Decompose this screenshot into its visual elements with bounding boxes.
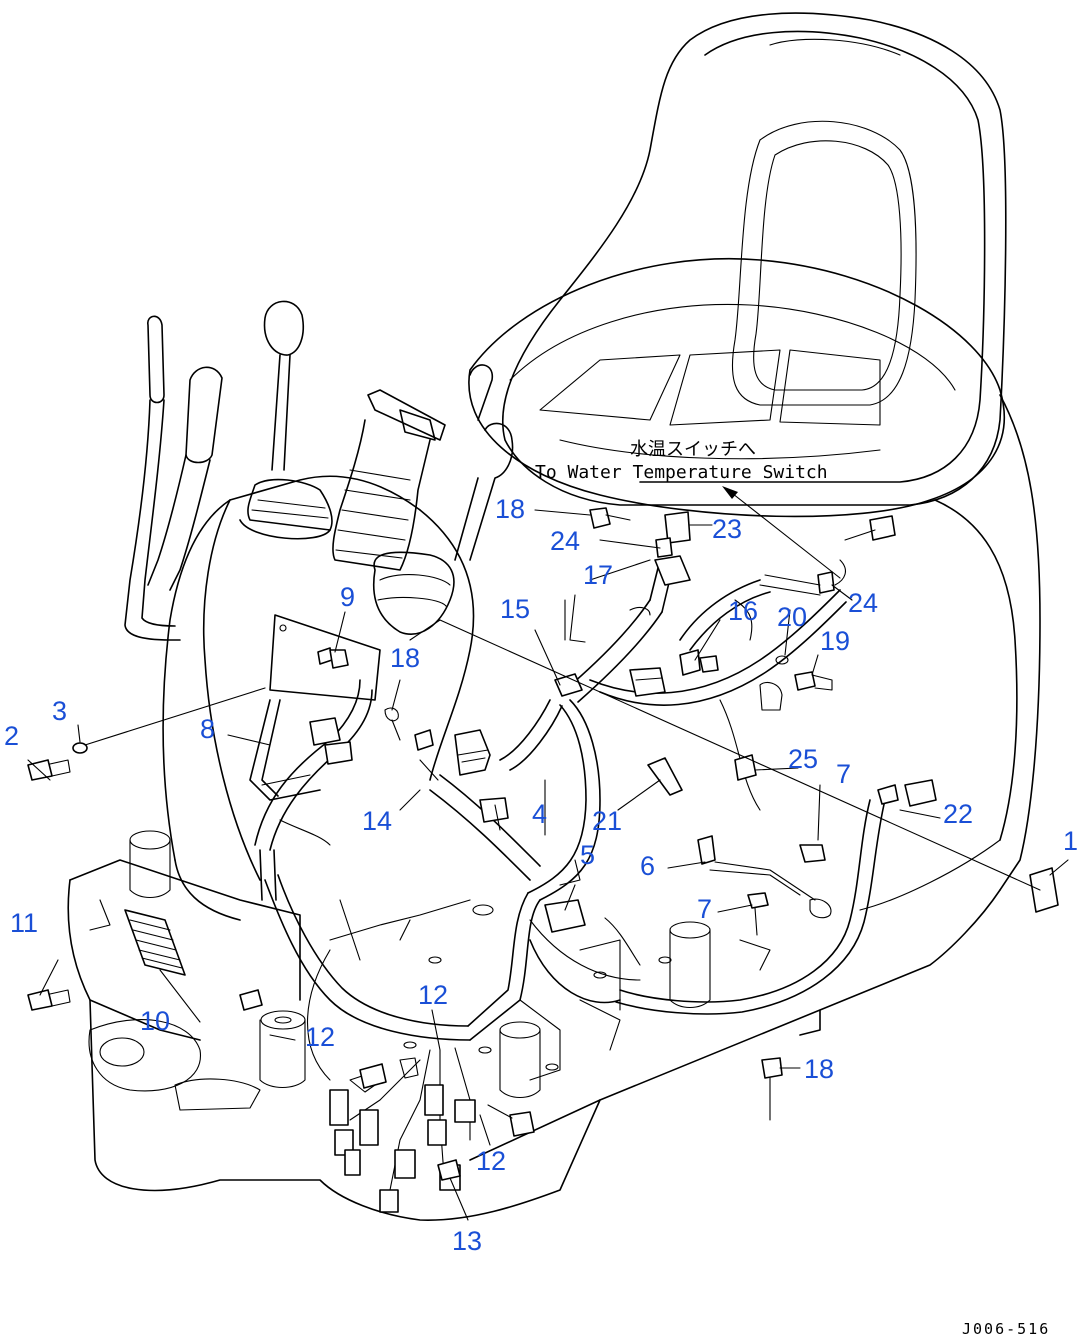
callout-24b: 24 (848, 588, 878, 618)
callout-15: 15 (500, 594, 530, 624)
callout-17: 17 (583, 560, 613, 590)
left-joystick (239, 300, 333, 540)
wiring-harness (254, 559, 886, 1041)
callout-14: 14 (362, 806, 392, 836)
mount-base (67, 830, 771, 1221)
callout-13: 13 (452, 1226, 482, 1256)
callout-3: 3 (52, 696, 67, 726)
callout-25: 25 (788, 744, 818, 774)
callout-12b: 12 (305, 1022, 335, 1052)
callout-4: 4 (532, 799, 547, 829)
connector-cluster (329, 1047, 476, 1213)
callout-24a: 24 (550, 526, 580, 556)
callout-8: 8 (200, 714, 215, 744)
seat-base (469, 394, 1041, 1161)
callout-12a: 12 (418, 980, 448, 1010)
drawing-code: J006-516 (962, 1320, 1050, 1338)
callout-1: 1 (1063, 826, 1078, 856)
callout-10: 10 (140, 1006, 170, 1036)
callout-6: 6 (640, 851, 655, 881)
callout-labels: 1 2 3 4 5 6 7 7 8 9 10 11 12 12 12 13 14… (4, 494, 1078, 1256)
callout-18a: 18 (495, 494, 525, 524)
callout-18b: 18 (390, 643, 420, 673)
callout-22: 22 (943, 799, 973, 829)
notes: 水温スイッチへ To Water Temperature Switch J006… (535, 439, 1050, 1338)
callout-12c: 12 (476, 1146, 506, 1176)
callout-7b: 7 (697, 894, 712, 924)
callout-20: 20 (777, 602, 807, 632)
callout-5: 5 (580, 840, 595, 870)
leader-lines (27, 486, 1069, 1221)
seat-cushion (468, 257, 1005, 518)
water-temp-note-en: To Water Temperature Switch (535, 462, 828, 483)
callout-11: 11 (10, 908, 38, 938)
callout-21: 21 (592, 806, 622, 836)
callout-9: 9 (340, 582, 355, 612)
small-parts (27, 507, 1059, 1181)
callout-7a: 7 (836, 759, 851, 789)
left-console (162, 475, 475, 921)
callout-16: 16 (728, 596, 758, 626)
bellows-assembly (332, 364, 514, 635)
travel-levers (124, 315, 223, 641)
callout-2: 2 (4, 721, 19, 751)
callout-23: 23 (712, 514, 742, 544)
water-temp-note-jp: 水温スイッチへ (630, 439, 756, 460)
callout-19: 19 (820, 626, 850, 656)
seat-back (501, 12, 1007, 506)
callout-18c: 18 (804, 1054, 834, 1084)
